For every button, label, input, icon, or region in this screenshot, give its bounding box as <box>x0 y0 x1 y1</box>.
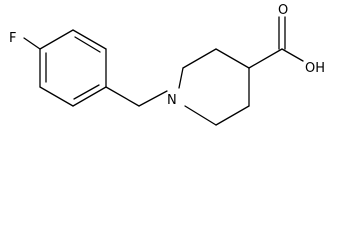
hydroxyl-bond <box>281 48 304 62</box>
ring-to-methylene-bond <box>105 86 140 107</box>
bond <box>215 105 250 126</box>
piperidine-ring <box>178 48 250 126</box>
carboxylic-acid-group <box>248 16 304 69</box>
chemical-structure: F N O OH <box>9 3 325 126</box>
bond <box>178 67 184 89</box>
bond <box>39 29 74 50</box>
bond <box>39 86 74 107</box>
bond <box>215 48 250 69</box>
methylene-to-nitrogen-bond <box>138 90 168 107</box>
nitrogen-label: N <box>167 93 177 108</box>
ring-to-carboxyl-bond <box>248 48 283 69</box>
carbon-fluorine-bond <box>23 37 41 50</box>
bond <box>182 48 217 69</box>
fluorophenyl-ring <box>39 29 107 107</box>
double-bond-line <box>73 84 100 100</box>
bond <box>72 86 107 107</box>
fluorine-label: F <box>9 31 16 46</box>
bond <box>72 29 107 50</box>
hydroxyl-label: OH <box>305 61 325 76</box>
carbonyl-oxygen-label: O <box>278 3 288 18</box>
bond <box>184 105 217 126</box>
double-bond-line <box>74 36 101 53</box>
